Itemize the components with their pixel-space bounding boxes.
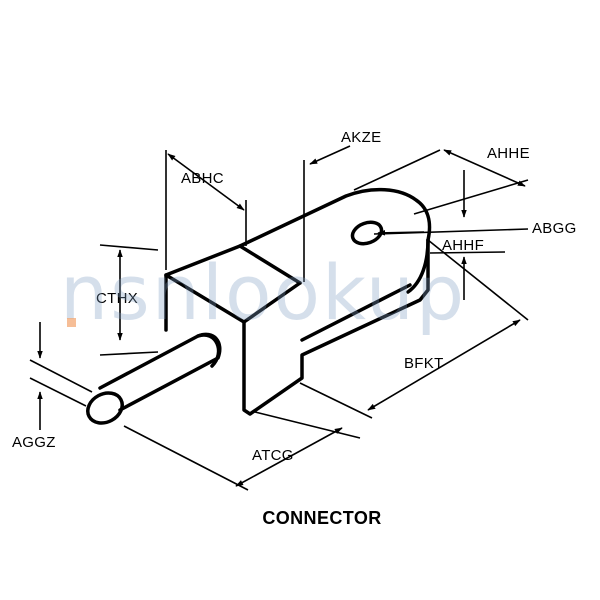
cylinder-end-face <box>86 391 124 425</box>
label-abhc: ABHC <box>181 170 224 187</box>
diagram-title: CONNECTOR <box>262 508 382 528</box>
dim-line-atcg <box>235 427 343 487</box>
label-abgg: ABGG <box>532 220 577 237</box>
cylinder-end-right <box>196 333 221 368</box>
label-bfkt: BFKT <box>404 355 444 372</box>
block-top-face <box>164 244 302 324</box>
block-front-edge <box>242 238 430 416</box>
tongue-outline <box>238 187 432 342</box>
label-akze: AKZE <box>341 129 381 146</box>
extension-lines <box>29 149 529 491</box>
watermark-dot <box>67 318 76 327</box>
tongue-lower-edge <box>406 238 430 294</box>
dimension-lines <box>37 145 526 487</box>
dim-line-abhc <box>167 153 245 211</box>
label-ahhe: AHHE <box>487 145 530 162</box>
cylinder-body <box>98 332 222 412</box>
label-aggz: AGGZ <box>12 434 56 451</box>
label-atcg: ATCG <box>252 447 294 464</box>
label-cthx: CTHX <box>96 290 138 307</box>
dim-line-abgg <box>377 230 425 236</box>
dim-line-ahhe <box>443 149 526 187</box>
dim-line-akze <box>309 145 351 165</box>
part-outline <box>98 187 432 416</box>
dim-line-bfkt <box>367 319 521 411</box>
label-ahhf: AHHF <box>442 237 484 254</box>
eye-hole <box>350 220 384 246</box>
